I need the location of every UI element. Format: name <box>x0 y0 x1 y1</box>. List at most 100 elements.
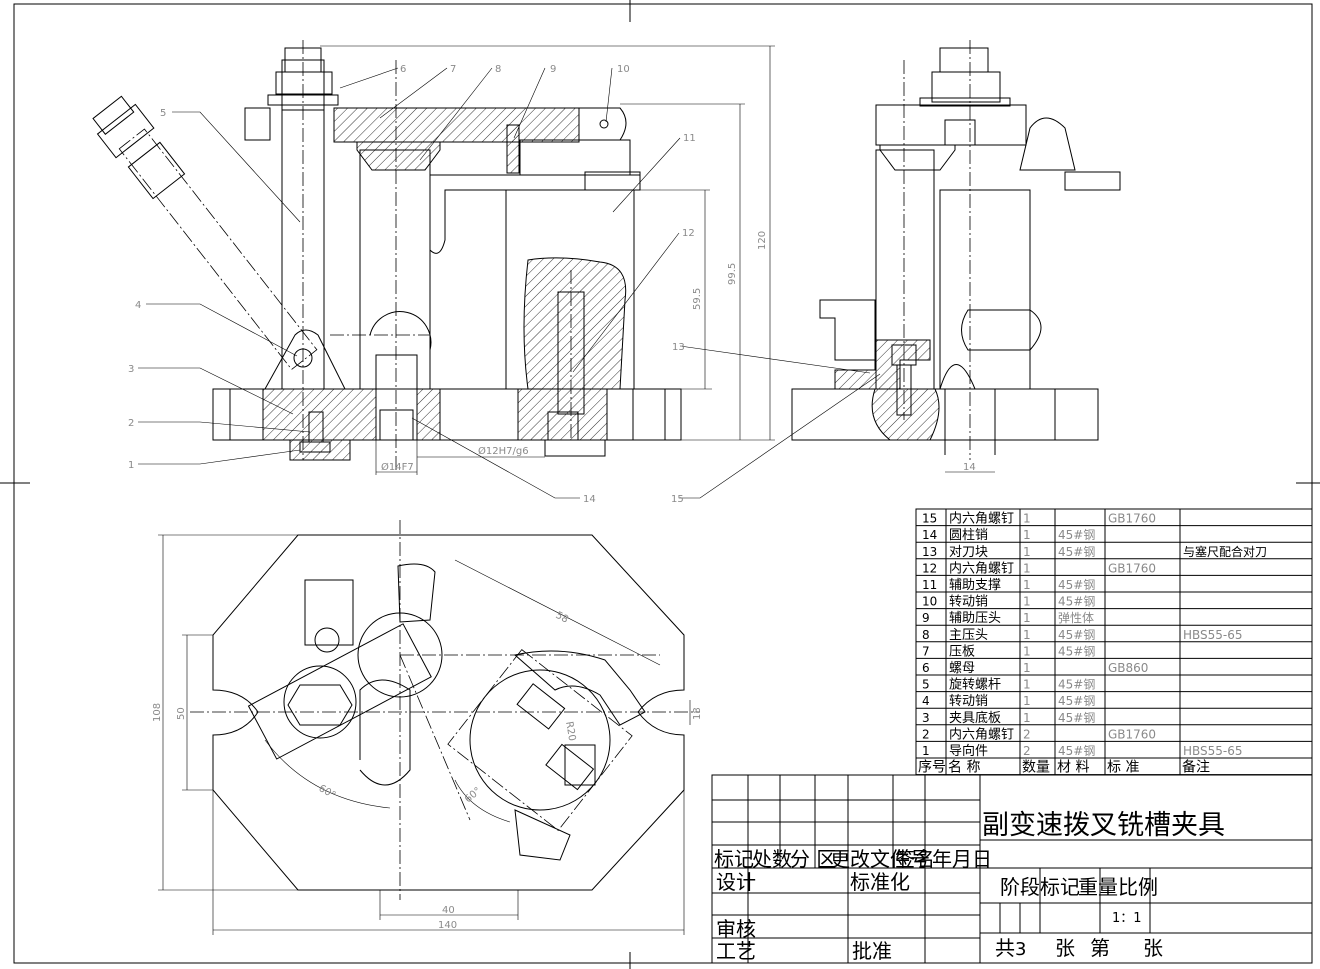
sheets-total-label: 共 <box>995 936 1015 960</box>
bom-cell-no: 1 <box>922 744 930 758</box>
callout-2: 2 <box>128 418 134 429</box>
bom-cell-qty: 1 <box>1023 628 1031 642</box>
bom-cell-no: 12 <box>922 561 937 575</box>
bom-cell-qty: 1 <box>1023 528 1031 542</box>
bom-cell-qty: 1 <box>1023 644 1031 658</box>
bom-cell-no: 2 <box>922 727 930 741</box>
sheets-unit-label: 张 <box>1055 936 1075 960</box>
callout-15: 15 <box>671 494 684 505</box>
bom-cell-std: GB1760 <box>1108 727 1156 741</box>
bom-cell-name: 圆柱销 <box>949 528 988 543</box>
sheets-total-value: 3 <box>1015 939 1026 960</box>
title-block: 副变速拨叉铣槽夹具 标记 处数 分 区 更改文件号 签名 年月日 设计 标准化 … <box>711 774 1313 964</box>
bom-cell-name: 旋转螺杆 <box>949 678 1001 693</box>
bom-cell-qty: 1 <box>1023 694 1031 708</box>
label-weight: 重量 <box>1078 875 1118 899</box>
label-signature: 签名 <box>895 847 935 871</box>
bom-cell-no: 3 <box>922 711 930 725</box>
dim-40: 40 <box>442 905 455 916</box>
bom-cell-no: 13 <box>922 545 937 559</box>
dim-99-5: 99.5 <box>727 263 738 285</box>
bom-cell-no: 14 <box>922 528 937 542</box>
dim-50: 50 <box>176 707 187 720</box>
top-view: 108 50 58 18 60° 60° R20 40 140 <box>152 520 703 935</box>
callout-leaders: 1 2 3 4 5 6 7 8 9 10 11 12 13 14 15 <box>128 64 881 505</box>
drawing-title: 副变速拨叉铣槽夹具 <box>982 810 1225 841</box>
bom-cell-no: 5 <box>922 678 930 692</box>
dim-14-side: 14 <box>963 462 976 473</box>
bom-cell-name: 辅助支撑 <box>949 578 1001 593</box>
bom-cell-qty: 1 <box>1023 595 1031 609</box>
bom-cell-mat: 45#钢 <box>1058 694 1095 708</box>
front-view: 120 99.5 59.5 Ø12H7/g6 Ø14F7 <box>92 40 775 475</box>
bom-cell-no: 6 <box>922 661 930 675</box>
label-standardize: 标准化 <box>850 870 910 894</box>
bom-cell-mat: 45#钢 <box>1058 644 1095 658</box>
callout-5: 5 <box>160 108 166 119</box>
bom-cell-name: 螺母 <box>949 661 975 676</box>
bom-cell-no: 4 <box>922 694 930 708</box>
callout-3: 3 <box>128 364 134 375</box>
dim-18: 18 <box>692 707 703 720</box>
bom-cell-qty: 1 <box>1023 661 1031 675</box>
bom-cell-no: 15 <box>922 512 937 526</box>
label-approve: 批准 <box>852 939 892 963</box>
bom-cell-qty: 1 <box>1023 578 1031 592</box>
bom-cell-qty: 1 <box>1023 545 1031 559</box>
bom-cell-note: HBS55-65 <box>1183 628 1243 642</box>
callout-14: 14 <box>583 494 596 505</box>
label-scale: 比例 <box>1118 875 1158 899</box>
bom-cell-qty: 1 <box>1023 678 1031 692</box>
label-design: 设计 <box>716 870 756 894</box>
callout-9: 9 <box>550 64 556 75</box>
bom-cell-note: HBS55-65 <box>1183 744 1243 758</box>
dim-r20: R20 <box>563 721 577 742</box>
bom-header-no: 序号 <box>918 760 946 776</box>
angle-60-b: 60° <box>463 785 484 805</box>
bom-cell-no: 7 <box>922 644 930 658</box>
dim-120: 120 <box>757 231 768 250</box>
bom-header-note: 备注 <box>1182 759 1210 776</box>
dim-59-5: 59.5 <box>692 288 703 310</box>
bom-cell-name: 压板 <box>949 644 975 659</box>
bom-cell-mat: 弹性体 <box>1058 611 1094 625</box>
callout-12: 12 <box>682 228 695 239</box>
bom-cell-mat: 45#钢 <box>1058 595 1095 609</box>
bom-cell-name: 内六角螺钉 <box>949 726 1014 742</box>
bom-cell-std: GB860 <box>1108 661 1148 675</box>
bom-cell-qty: 1 <box>1023 711 1031 725</box>
dim-58: 58 <box>554 610 570 626</box>
bom-cell-no: 11 <box>922 578 937 592</box>
bom-cell-qty: 1 <box>1023 611 1031 625</box>
side-view: 14 <box>791 40 1121 473</box>
label-process: 工艺 <box>716 939 756 963</box>
fit-14-f7: Ø14F7 <box>381 461 414 473</box>
angle-60-a: 60° <box>317 783 338 801</box>
sheet-no-label: 第 <box>1090 936 1110 960</box>
dim-140: 140 <box>438 920 457 931</box>
bom-cell-qty: 2 <box>1023 744 1031 758</box>
label-count: 处数 <box>752 847 792 871</box>
bom-cell-mat: 45#钢 <box>1058 578 1095 592</box>
callout-8: 8 <box>495 64 501 75</box>
label-change-doc: 更改文件号 <box>830 847 930 871</box>
callout-13: 13 <box>672 342 685 353</box>
label-stage-mark: 阶段标记 <box>1000 875 1080 899</box>
dim-108: 108 <box>152 703 163 722</box>
bom-cell-name: 转动销 <box>949 694 988 709</box>
bom-cell-no: 10 <box>922 595 937 609</box>
callout-11: 11 <box>683 133 696 144</box>
bom-cell-name: 夹具底板 <box>949 710 1001 726</box>
bom-cell-name: 主压头 <box>949 628 988 643</box>
bom-header-mat: 材 料 <box>1057 760 1089 776</box>
bom-header-qty: 数量 <box>1022 760 1050 776</box>
bom-cell-mat: 45#钢 <box>1058 528 1095 542</box>
bom-cell-std: GB1760 <box>1108 512 1156 526</box>
bom-cell-qty: 2 <box>1023 727 1031 741</box>
bom-cell-std: GB1760 <box>1108 561 1156 575</box>
bom-cell-mat: 45#钢 <box>1058 678 1095 692</box>
callout-4: 4 <box>135 300 141 311</box>
callout-6: 6 <box>400 64 406 75</box>
